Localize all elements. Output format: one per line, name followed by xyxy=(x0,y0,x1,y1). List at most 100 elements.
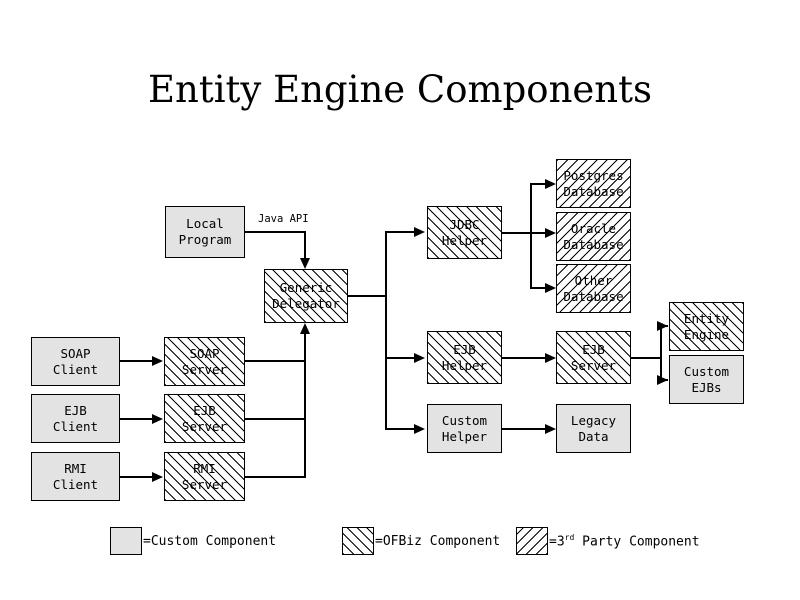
node-local-program[interactable]: Local Program xyxy=(165,206,245,258)
arrowhead-legacy-data xyxy=(545,424,556,434)
legend-item-ofbiz: =OFBiz Component xyxy=(342,527,500,555)
node-other-database-line1: Other xyxy=(574,272,613,288)
edge-right-bus-vertical xyxy=(660,325,662,380)
legend-swatch-ofbiz-icon xyxy=(342,527,374,555)
node-ejb-client[interactable]: EJB Client xyxy=(31,394,120,443)
node-local-program-line2: Program xyxy=(178,232,232,247)
edge-helper-bus-vertical xyxy=(385,231,387,429)
node-rmi-server-line1: RMI xyxy=(193,460,216,476)
edge-jdbc-helper-to-db-bus xyxy=(502,232,546,234)
arrowhead-custom-ejbs xyxy=(657,375,668,385)
node-oracle-database-line1: Oracle xyxy=(570,220,617,236)
legend-item-third-party: =3rd Party Component xyxy=(516,527,700,555)
node-custom-helper-line1: Custom xyxy=(441,412,488,428)
edge-soap-server-to-bus xyxy=(245,360,306,362)
node-ejb-server-right-line1: EJB xyxy=(582,341,605,357)
node-legacy-data-line2: Data xyxy=(578,428,609,444)
node-jdbc-helper-line2: Helper xyxy=(441,232,488,248)
node-soap-server-line2: Server xyxy=(181,361,228,377)
legend-label-custom: =Custom Component xyxy=(143,533,277,549)
node-entity-engine-line1: Entity xyxy=(683,310,730,326)
legend-swatch-third-party-icon xyxy=(516,527,548,555)
node-oracle-database[interactable]: Oracle Database xyxy=(556,212,631,261)
node-rmi-client[interactable]: RMI Client xyxy=(31,452,120,501)
edge-ejb-client-to-server xyxy=(120,418,153,420)
edge-rmi-server-to-bus xyxy=(245,476,306,478)
node-generic-delegator[interactable]: Generic Delegator xyxy=(264,269,348,323)
edge-bus-to-custom-helper xyxy=(385,428,415,430)
node-oracle-database-line2: Database xyxy=(563,236,624,252)
arrowhead-ejb-server-left xyxy=(152,414,163,424)
legend-label-third-party-suffix: Party Component xyxy=(574,534,700,550)
edge-soap-client-to-server xyxy=(120,360,153,362)
edge-custom-helper-to-legacy-data xyxy=(502,428,546,430)
legend-label-ofbiz: =OFBiz Component xyxy=(375,533,501,549)
node-rmi-client-line2: Client xyxy=(52,476,99,492)
node-jdbc-helper-line1: JDBC xyxy=(449,216,480,232)
node-jdbc-helper[interactable]: JDBC Helper xyxy=(427,206,502,259)
node-soap-client-line2: Client xyxy=(52,361,99,377)
node-ejb-helper-line2: Helper xyxy=(441,357,488,373)
edge-ejb-server-to-right-bus xyxy=(631,357,662,359)
node-ejb-helper[interactable]: EJB Helper xyxy=(427,331,502,384)
node-legacy-data-line1: Legacy xyxy=(570,412,617,428)
node-other-database-line2: Database xyxy=(563,288,624,304)
node-ejb-server-right[interactable]: EJB Server xyxy=(556,331,631,384)
arrowhead-oracle-database xyxy=(545,228,556,238)
edge-delegator-to-helper-bus xyxy=(348,295,387,297)
arrowhead-ejb-server-right xyxy=(545,353,556,363)
arrowhead-custom-helper xyxy=(414,424,425,434)
arrowhead-soap-server xyxy=(152,356,163,366)
node-ejb-helper-line1: EJB xyxy=(453,341,476,357)
edge-server-bus-vertical xyxy=(304,334,306,477)
node-rmi-client-line1: RMI xyxy=(64,460,87,476)
node-postgres-database-line2: Database xyxy=(563,183,624,199)
node-custom-ejbs-line1: Custom xyxy=(683,363,730,379)
node-other-database[interactable]: Other Database xyxy=(556,264,631,313)
node-soap-client-line1: SOAP xyxy=(60,345,91,361)
node-soap-server[interactable]: SOAP Server xyxy=(164,337,245,386)
edge-local-program-to-delegator-vertical xyxy=(304,231,306,260)
node-custom-ejbs-line2: EJBs xyxy=(691,379,722,395)
arrowhead-ejb-helper xyxy=(414,353,425,363)
node-soap-client[interactable]: SOAP Client xyxy=(31,337,120,386)
node-custom-helper-line2: Helper xyxy=(441,428,488,444)
legend-swatch-custom-icon xyxy=(110,527,142,555)
page-title: Entity Engine Components xyxy=(148,68,652,111)
node-legacy-data[interactable]: Legacy Data xyxy=(556,404,631,453)
legend-item-custom: =Custom Component xyxy=(110,527,276,555)
node-ejb-server-left-line1: EJB xyxy=(193,402,216,418)
arrowhead-jdbc-helper xyxy=(414,227,425,237)
node-postgres-database-line1: Postgres xyxy=(563,167,624,183)
edge-rmi-client-to-server xyxy=(120,476,153,478)
node-custom-ejbs[interactable]: Custom EJBs xyxy=(669,355,744,404)
node-custom-helper[interactable]: Custom Helper xyxy=(427,404,502,453)
legend-label-third-party: =3rd Party Component xyxy=(549,533,700,549)
edge-db-bus-to-postgres xyxy=(530,183,546,185)
edge-bus-to-ejb-helper xyxy=(385,357,415,359)
legend-label-third-party-ordinal: rd xyxy=(564,532,575,542)
edge-db-bus-to-other xyxy=(530,287,546,289)
arrowhead-other-database xyxy=(545,283,556,293)
node-soap-server-line1: SOAP xyxy=(189,345,220,361)
node-entity-engine[interactable]: Entity Engine xyxy=(669,302,744,351)
node-ejb-client-line1: EJB xyxy=(64,402,87,418)
node-generic-delegator-line1: Generic xyxy=(279,280,333,295)
node-generic-delegator-line2: Delegator xyxy=(272,296,340,311)
node-ejb-server-left[interactable]: EJB Server xyxy=(164,394,245,443)
arrowhead-delegator-top xyxy=(300,258,310,269)
arrowhead-postgres-database xyxy=(545,179,556,189)
node-postgres-database[interactable]: Postgres Database xyxy=(556,159,631,208)
edge-db-bus-vertical xyxy=(530,183,532,288)
node-ejb-server-left-line2: Server xyxy=(181,418,228,434)
edge-label-java-api: Java API xyxy=(258,213,309,225)
node-rmi-server-line2: Server xyxy=(181,476,228,492)
arrowhead-rmi-server xyxy=(152,472,163,482)
edge-ejb-helper-to-ejb-server xyxy=(502,357,546,359)
arrowhead-delegator-bottom xyxy=(300,323,310,334)
node-local-program-line1: Local xyxy=(186,216,224,231)
legend-label-third-party-prefix: =3 xyxy=(549,534,565,550)
node-rmi-server[interactable]: RMI Server xyxy=(164,452,245,501)
node-ejb-server-right-line2: Server xyxy=(570,357,617,373)
